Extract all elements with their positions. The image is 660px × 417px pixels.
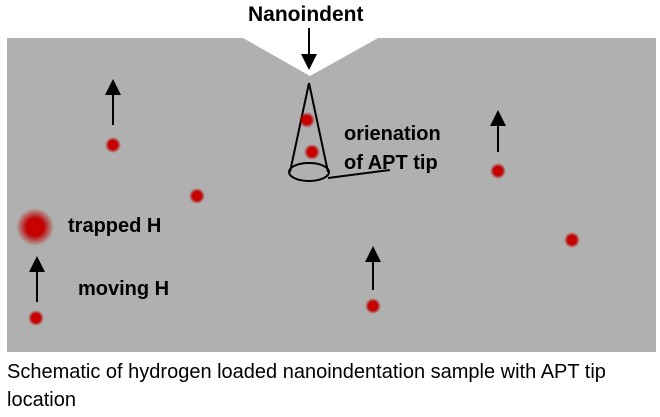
hydrogen-atom [564, 232, 580, 248]
hydrogen-atom [105, 137, 121, 153]
moving-h-label: moving H [78, 278, 170, 300]
hydrogen-atom [189, 188, 205, 204]
hydrogen-atom [365, 298, 381, 314]
trapped-h-label: trapped H [68, 215, 162, 237]
apt-tip-cone [288, 82, 330, 182]
hydrogen-atom [304, 144, 320, 160]
orientation-label: orienation of APT tip [344, 120, 441, 178]
hydrogen-atom [490, 163, 506, 179]
hydrogen-atom [28, 310, 44, 326]
hydrogen-atom [299, 112, 315, 128]
orientation-label-line1: orienation [344, 123, 441, 145]
nanoindent-label: Nanoindent [248, 3, 364, 26]
sample-block [7, 38, 656, 352]
orientation-label-line2: of APT tip [344, 152, 438, 174]
trapped-hydrogen [16, 208, 54, 246]
figure-caption: Schematic of hydrogen loaded nanoindenta… [7, 361, 606, 411]
orientation-pointer [327, 169, 391, 179]
